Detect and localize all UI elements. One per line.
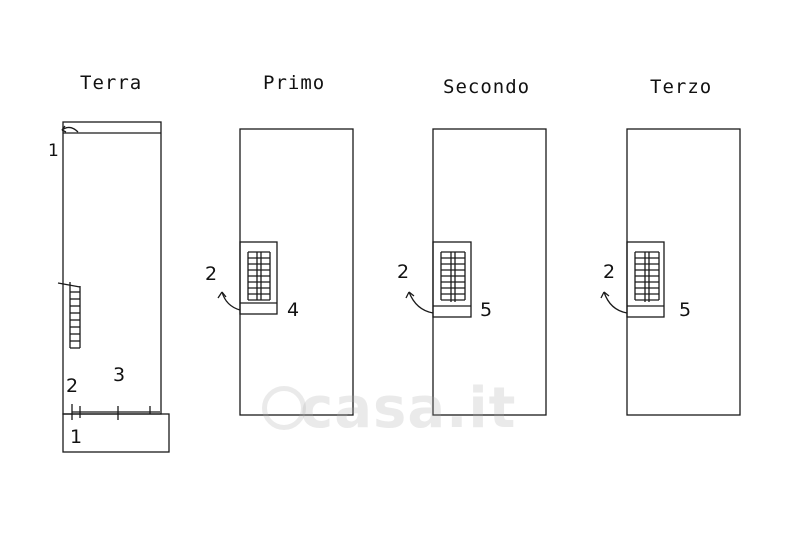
- terzo-stairwell: [626, 241, 665, 318]
- floor-title-secondo: Secondo: [443, 76, 531, 98]
- label-primo-stairs: 2: [205, 263, 218, 285]
- label-terra-bottom: 1: [70, 426, 83, 448]
- label-terzo-stairs: 2: [603, 261, 616, 283]
- terra-bottom-annex: [62, 413, 170, 453]
- floor-title-primo: Primo: [263, 72, 326, 94]
- plan-primo: [217, 128, 354, 416]
- secondo-stairwell: [432, 241, 472, 318]
- primo-stair: [247, 251, 271, 301]
- watermark: casa.it: [300, 376, 517, 441]
- label-primo-room: 4: [287, 299, 300, 321]
- terzo-stair-arrow: [603, 291, 628, 314]
- primo-stairwell: [239, 241, 278, 315]
- floor-title-terra: Terra: [80, 72, 143, 94]
- secondo-outline: [432, 128, 547, 416]
- label-terra-top: 1: [48, 141, 59, 161]
- terzo-outline: [626, 128, 741, 416]
- plan-secondo: [405, 128, 547, 416]
- label-secondo-stairs: 2: [397, 261, 410, 283]
- watermark-logo-icon: [262, 386, 306, 430]
- label-secondo-room: 5: [480, 299, 493, 321]
- floor-title-terzo: Terzo: [650, 76, 713, 98]
- label-terra-room: 3: [113, 364, 126, 386]
- label-terra-stairs: 2: [66, 375, 79, 397]
- terra-outline: [62, 121, 162, 415]
- plan-terra: [57, 121, 170, 453]
- primo-stair-arrow: [221, 291, 241, 311]
- label-terzo-room: 5: [679, 299, 692, 321]
- plan-terzo: [600, 128, 741, 416]
- secondo-stair-arrow: [408, 291, 434, 314]
- terra-stair: [57, 282, 81, 349]
- terzo-stair: [634, 251, 660, 302]
- secondo-stair: [440, 251, 466, 302]
